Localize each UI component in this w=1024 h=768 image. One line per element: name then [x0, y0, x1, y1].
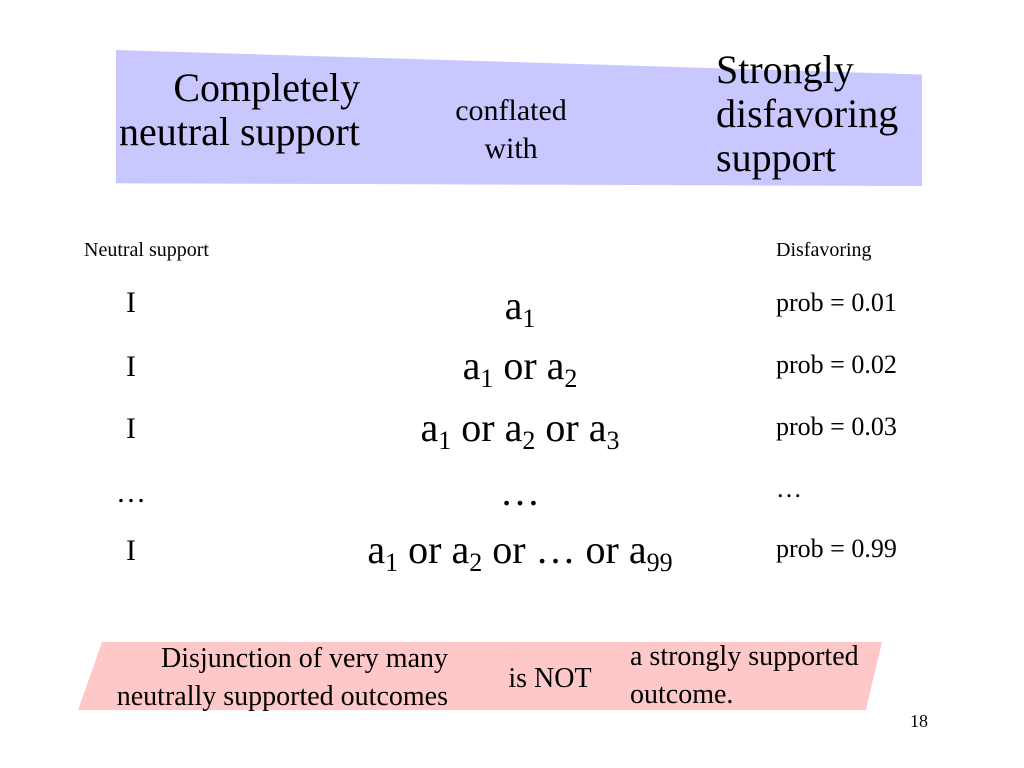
row-5-prob: prob = 0.99 [776, 534, 897, 563]
strongly-supported-text: a strongly supported outcome. [630, 638, 920, 714]
disfavoring-line3: support [716, 135, 836, 180]
row-2-prob: prob = 0.02 [776, 350, 897, 379]
row-4-left: … [116, 476, 146, 509]
row-3-prob: prob = 0.03 [776, 412, 897, 441]
disjunction-line1: Disjunction of very many [161, 643, 448, 674]
disfavoring-line1: Strongly [716, 47, 854, 92]
conflated-line2: with [484, 132, 538, 165]
is-not-label: is NOT [508, 663, 592, 694]
formula-row-4: … [500, 469, 540, 514]
formula-row-2: a1 or a2 [462, 343, 578, 393]
disjunction-text: Disjunction of very many neutrally suppo… [20, 640, 448, 716]
row-1-prob: prob = 0.01 [776, 288, 897, 317]
disfavoring-support-heading: Strongly disfavoring support [716, 48, 956, 180]
row-3-left: I [126, 412, 136, 445]
row-5-left: I [126, 534, 136, 567]
row-4-prob: … [776, 474, 802, 503]
formula-row-5: a1 or a2 or … or a99 [367, 527, 673, 577]
neutral-support-line1: Completely [173, 65, 360, 110]
formula-row-1: a1 [504, 283, 536, 333]
strongly-supported-line1: a strongly supported [630, 641, 859, 672]
row-1-left: I [126, 286, 136, 319]
bottom-banner [78, 642, 882, 710]
neutral-support-line2: neutral support [118, 109, 360, 154]
formula-row-3: a1 or a2 or a3 [420, 405, 620, 455]
top-banner [116, 50, 922, 186]
page-number: 18 [910, 711, 928, 731]
neutral-support-heading: Completely neutral support [70, 66, 360, 154]
strongly-supported-line2: outcome. [630, 679, 734, 710]
conflated-with-label: conflated with [420, 92, 602, 168]
disjunction-line2: neutrally supported outcomes [116, 681, 448, 712]
disfavoring-line2: disfavoring [716, 91, 899, 136]
header-disfavoring: Disfavoring [776, 239, 872, 261]
conflated-line1: conflated [455, 94, 567, 127]
header-neutral-support: Neutral support [84, 239, 209, 261]
row-2-left: I [126, 350, 136, 383]
